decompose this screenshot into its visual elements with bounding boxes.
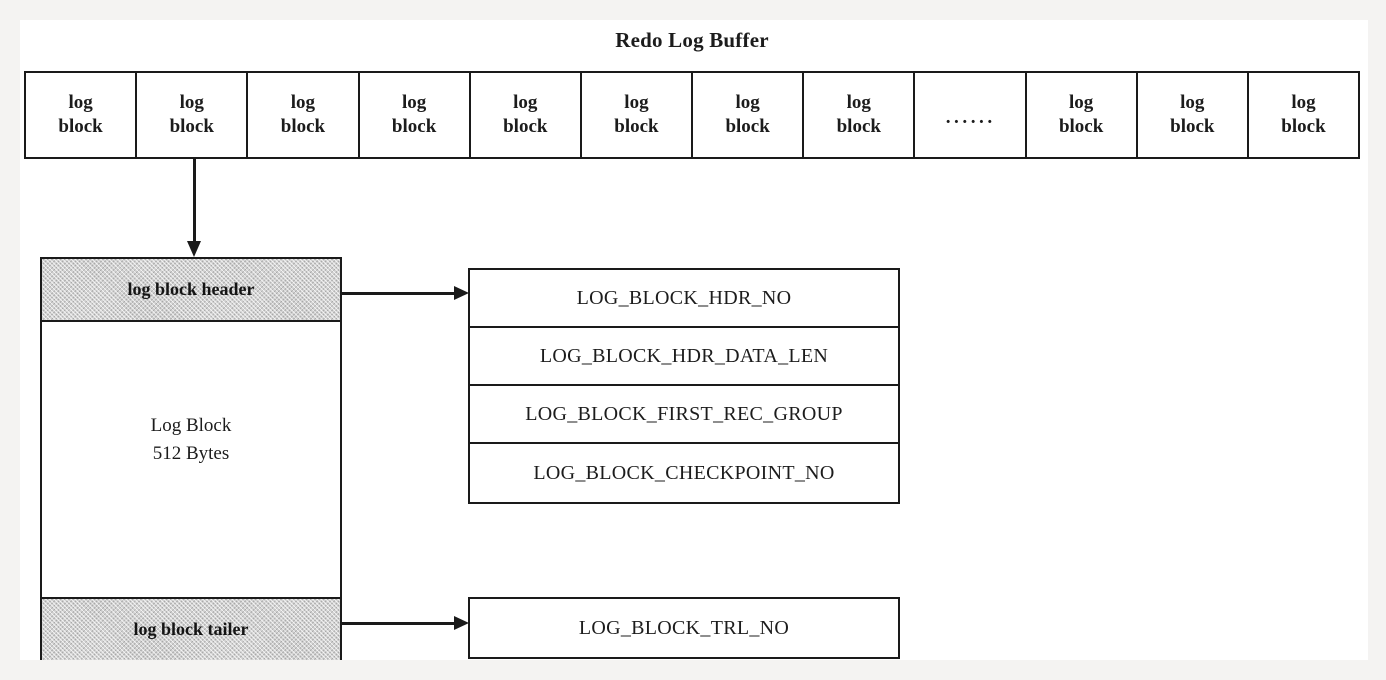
buffer-to-block-arrow-icon (187, 159, 201, 259)
log-block-cell-line1: log (179, 91, 204, 113)
log-block-ellipsis-cell: ······ (915, 73, 1027, 157)
log-block-body-line2: 512 Bytes (152, 442, 230, 464)
log-block-cell: log block (1027, 73, 1138, 157)
log-block-header-fields-table: LOG_BLOCK_HDR_NO LOG_BLOCK_HDR_DATA_LEN … (468, 268, 900, 504)
log-block-cell-line2: block (836, 116, 881, 137)
log-block-cell: log block (582, 73, 694, 157)
log-block-cell: log block (248, 73, 360, 157)
log-block-cell-line2: block (503, 116, 548, 137)
log-block-cell-line2: block (1058, 116, 1104, 137)
log-block-cell-line1: log (735, 91, 760, 113)
log-block-cell-line2: block (725, 116, 770, 137)
arrow-shaft (342, 622, 457, 625)
arrow-head (187, 241, 201, 257)
log-block-cell-line2: block (1170, 116, 1215, 137)
log-block-cell-line2: block (614, 116, 659, 137)
header-field-row: LOG_BLOCK_FIRST_REC_GROUP (470, 386, 898, 444)
log-block-cell-line1: log (401, 91, 427, 113)
log-block-cell: log block (26, 73, 138, 157)
log-block-body-line1: Log Block (150, 414, 232, 436)
log-block-cell: log block (1138, 73, 1249, 157)
log-block-cell-line1: log (1180, 91, 1205, 113)
header-to-fields-arrow-icon (342, 286, 470, 300)
log-block-cell-line1: log (290, 91, 316, 113)
log-block-cell: log block (1249, 73, 1358, 157)
header-field-row: LOG_BLOCK_HDR_DATA_LEN (470, 328, 898, 386)
arrow-shaft (193, 159, 196, 245)
log-block-cell-line2: block (280, 116, 326, 137)
log-block-body-section: Log Block 512 Bytes (42, 322, 340, 597)
header-field-row: LOG_BLOCK_HDR_NO (470, 270, 898, 328)
tailer-to-fields-arrow-icon (342, 616, 470, 630)
log-block-cell: log block (804, 73, 916, 157)
log-block-cell-line1: log (68, 91, 93, 113)
log-block-tailer-section: log block tailer (42, 597, 340, 660)
log-block-cell-line1: log (846, 91, 871, 113)
log-block-cell-line1: log (1291, 91, 1316, 113)
log-block-cell: log block (360, 73, 471, 157)
log-block-cell: log block (471, 73, 582, 157)
log-block-cell-line2: block (169, 116, 214, 137)
log-block-structure: log block header Log Block 512 Bytes log… (40, 257, 342, 660)
header-field-row: LOG_BLOCK_CHECKPOINT_NO (533, 461, 835, 484)
log-block-cell-line1: log (624, 91, 649, 113)
log-block-cell-line1: log (1068, 91, 1094, 113)
log-block-cell-line1: log (513, 91, 538, 113)
log-block-cell-line2: block (1281, 116, 1326, 137)
tailer-field-row: LOG_BLOCK_TRL_NO (578, 616, 790, 639)
log-block-tailer-fields-table: LOG_BLOCK_TRL_NO (468, 597, 900, 659)
log-block-cell: log block (693, 73, 805, 157)
arrow-head (454, 616, 469, 630)
log-block-cell: log block (137, 73, 249, 157)
log-block-cell-line2: block (391, 116, 437, 137)
arrow-shaft (342, 292, 457, 295)
diagram-title: Redo Log Buffer (615, 28, 769, 52)
arrow-head (454, 286, 469, 300)
log-block-header-section: log block header (42, 259, 340, 322)
redo-log-buffer-strip: log block log block log block log block … (24, 71, 1360, 159)
log-block-cell-line2: block (58, 116, 103, 137)
